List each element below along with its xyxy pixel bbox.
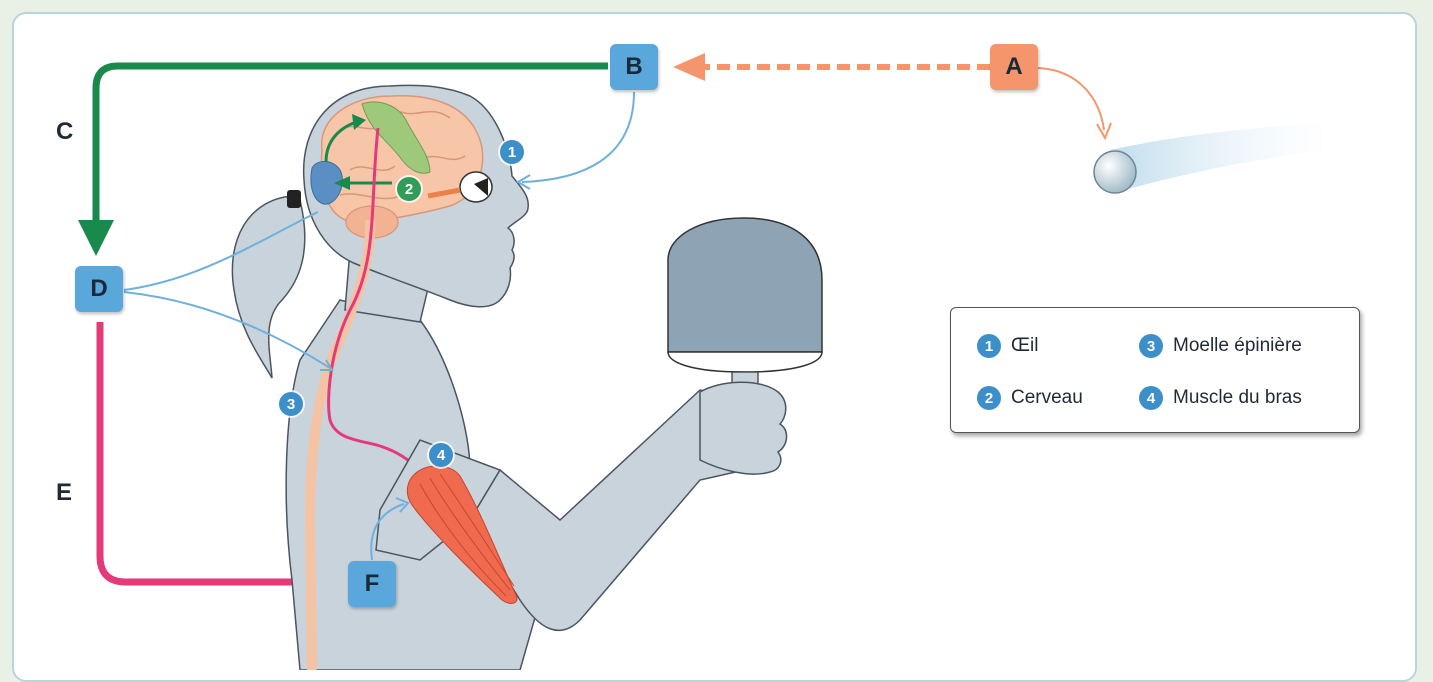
arrow-d-to-torso <box>124 292 330 368</box>
step-b-box: B <box>610 44 658 90</box>
legend-label: Moelle épinière <box>1173 335 1302 357</box>
step-f-box: F <box>348 561 396 607</box>
legend-number: 2 <box>977 386 1001 410</box>
legend-number: 3 <box>1139 334 1163 358</box>
legend-label: Muscle du bras <box>1173 387 1302 409</box>
ball <box>1094 151 1136 193</box>
paddle-rubber-edge <box>668 352 822 372</box>
arrow-a-to-ball <box>1038 68 1104 130</box>
legend-number: 4 <box>1139 386 1163 410</box>
legend-item-moelle: 3 Moelle épinière <box>1139 334 1302 358</box>
hand <box>700 382 787 474</box>
legend-label: Œil <box>1011 335 1038 357</box>
arrow-b-to-eye <box>522 92 634 182</box>
step-a-box: A <box>990 44 1038 90</box>
legend-item-muscle: 4 Muscle du bras <box>1139 386 1302 410</box>
step-e-label: E <box>56 479 72 507</box>
legend-item-cerveau: 2 Cerveau <box>977 386 1083 410</box>
badge-arm-muscle: 4 <box>429 443 453 467</box>
legend-item-oeil: 1 Œil <box>977 334 1038 358</box>
path-green-c-head <box>78 220 114 256</box>
step-d-box: D <box>75 266 123 312</box>
ball-trail <box>1110 122 1330 190</box>
arrow-a-to-b-head <box>673 53 705 81</box>
legend-box: 1 Œil 3 Moelle épinière 2 Cerveau 4 Musc… <box>950 307 1360 433</box>
badge-eye: 1 <box>500 140 524 164</box>
step-c-label: C <box>56 118 73 146</box>
legend-label: Cerveau <box>1011 387 1083 409</box>
badge-spinal-cord: 3 <box>279 392 303 416</box>
hair-tie <box>287 190 301 208</box>
paddle-blade <box>668 218 822 352</box>
badge-brain: 2 <box>397 177 421 201</box>
legend-number: 1 <box>977 334 1001 358</box>
